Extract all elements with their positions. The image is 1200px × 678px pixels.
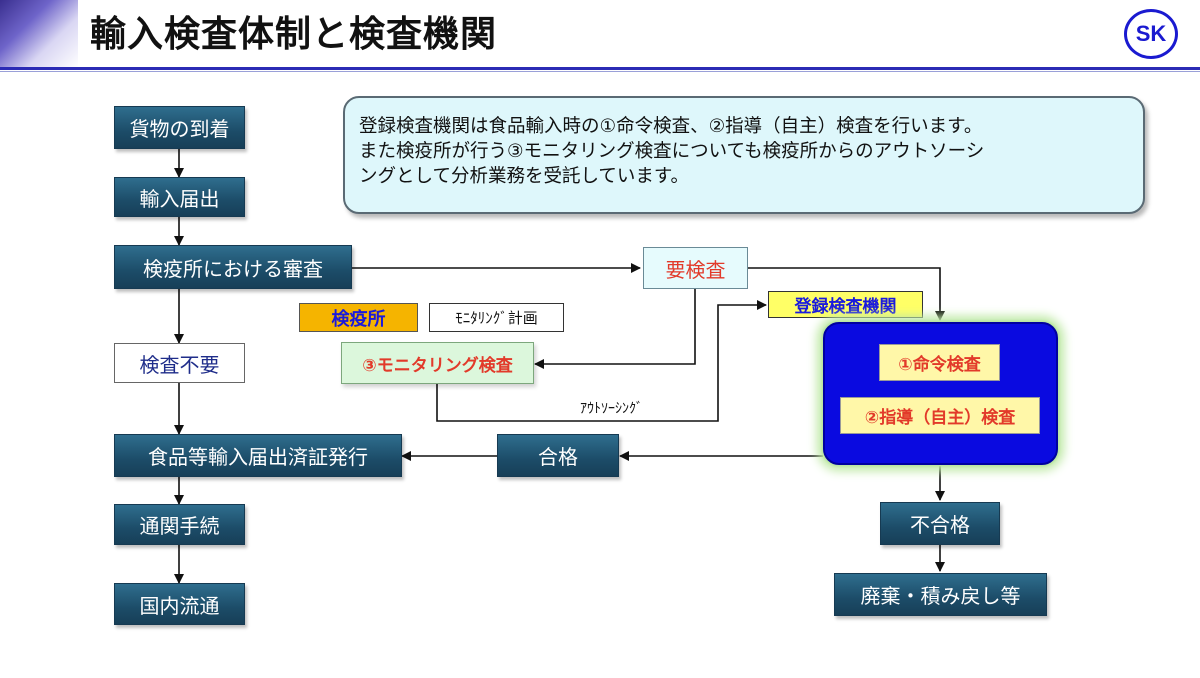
monitoring-plan-label: ﾓﾆﾀﾘﾝｸﾞ計画 — [429, 303, 564, 332]
disposal-box: 廃棄・積み戻し等 — [834, 573, 1047, 616]
quarantine-review-box: 検疫所における審査 — [114, 245, 352, 289]
callout-line-2: また検疫所が行う③モニタリング検査についても検疫所からのアウトソーシ — [359, 141, 985, 162]
quarantine-station-label: 検疫所 — [299, 303, 418, 332]
monitoring-inspection-box: ③モニタリング検査 — [341, 342, 534, 384]
page-title: 輸入検査体制と検査機関 — [90, 14, 498, 55]
inspection-required-box: 要検査 — [643, 247, 748, 289]
arrival-box: 貨物の到着 — [114, 106, 245, 149]
header: 輸入検査体制と検査機関 SK — [0, 0, 1200, 70]
callout-line-1: 登録検査機関は食品輸入時の①命令検査、②指導（自主）検査を行います。 — [359, 116, 983, 137]
no-inspection-box: 検査不要 — [114, 343, 245, 383]
fail-box: 不合格 — [880, 502, 1000, 545]
import-notice-box: 輸入届出 — [114, 177, 245, 217]
header-accent — [0, 0, 78, 68]
registered-agency-label: 登録検査機関 — [768, 291, 923, 318]
header-rule-thin — [0, 71, 1200, 72]
pass-box: 合格 — [497, 434, 619, 477]
explanation-callout: 登録検査機関は食品輸入時の①命令検査、②指導（自主）検査を行います。 また検疫所… — [343, 96, 1145, 214]
outsourcing-label: ｱｳﾄｿｰｼﾝｸﾞ — [580, 401, 643, 417]
customs-box: 通関手続 — [114, 504, 245, 545]
callout-line-3: ングとして分析業務を受託しています。 — [359, 166, 690, 187]
certificate-box: 食品等輸入届出済証発行 — [114, 434, 402, 477]
sk-logo: SK — [1124, 9, 1178, 59]
distribution-box: 国内流通 — [114, 583, 245, 625]
order-inspection-box: ①命令検査 — [879, 344, 1000, 381]
guidance-inspection-box: ②指導（自主）検査 — [840, 397, 1040, 434]
header-rule — [0, 67, 1200, 70]
